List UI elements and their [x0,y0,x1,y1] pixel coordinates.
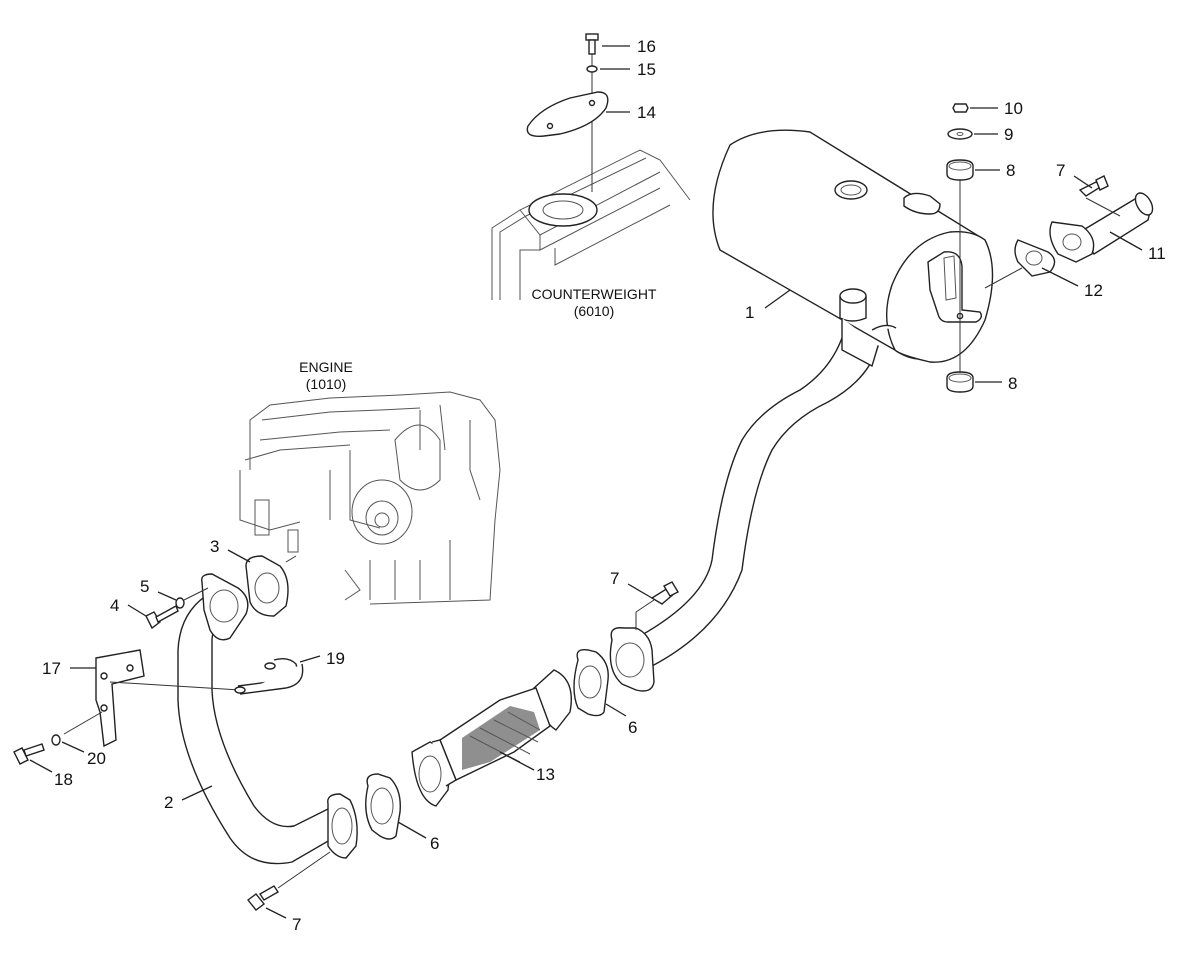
callout-11: 11 [1148,244,1166,263]
callout-6-rear: 6 [628,718,637,737]
engine-name: ENGINE [299,359,353,375]
bolt-7-bottom [247,851,331,911]
counterweight-code: (6010) [574,303,614,319]
callout-8-top: 8 [1006,161,1015,180]
callout-17: 17 [42,659,61,678]
callout-6-front: 6 [430,834,439,853]
rear-flange-and-gasket-6 [573,581,679,717]
callout-13: 13 [536,765,555,784]
callout-16: 16 [637,37,656,56]
callout-4: 4 [110,596,119,615]
callout-12: 12 [1084,281,1103,300]
tail-pipe-part-11 [984,175,1154,289]
callout-14: 14 [637,103,656,122]
flexible-pipe-part-13 [411,669,572,807]
counterweight-name: COUNTERWEIGHT [532,286,657,302]
cover-plate-part-14 [526,33,609,192]
front-pipe-part-2 [177,573,358,865]
bracket-17-clamp-19 [13,649,304,765]
callout-19: 19 [326,649,345,668]
muffler-down-pipe [639,318,879,667]
engine-outline [239,391,501,605]
callout-15: 15 [637,60,656,79]
callout-7-middle: 7 [610,569,619,588]
callout-8-bottom: 8 [1008,374,1017,393]
counterweight-outline [491,149,691,300]
front-gasket-6 [365,773,401,840]
engine-code: (1010) [306,376,346,392]
bolt-4-washer-5 [145,587,209,630]
callout-5: 5 [140,577,149,596]
callout-10: 10 [1004,99,1023,118]
callout-18: 18 [54,770,73,789]
callout-2: 2 [164,793,173,812]
callout-3: 3 [210,537,219,556]
callout-20: 20 [87,749,106,768]
callout-9: 9 [1004,125,1013,144]
callout-7-top: 7 [1056,161,1065,180]
callout-1: 1 [745,303,754,322]
callout-7-bottom: 7 [292,915,301,934]
callouts: 16 15 14 10 9 8 7 11 12 1 8 3 5 4 7 19 1… [29,37,1166,934]
gasket-part-3 [245,555,297,617]
mount-hardware-8-9-10 [946,103,974,393]
muffler-part-1 [712,129,994,363]
